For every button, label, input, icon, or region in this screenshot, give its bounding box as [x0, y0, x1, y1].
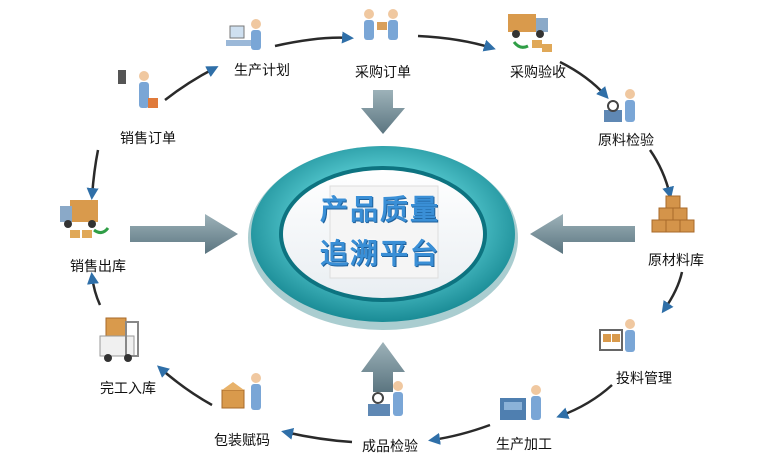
node-label-product-inspection: 成品检验: [362, 439, 418, 455]
big-arrow-right: [530, 214, 635, 254]
node-label-raw-warehouse: 原材料库: [648, 253, 704, 269]
node-label-production-plan: 生产计划: [234, 63, 290, 79]
flow-arrow-2: [417, 34, 496, 52]
big-arrows: [130, 90, 635, 392]
flow-arrow-4: [648, 149, 674, 199]
boxes-stack-icon: [651, 195, 695, 233]
flow-arrow-5: [661, 271, 684, 314]
flow-arrow-10: [87, 272, 102, 306]
flow-arrow-11: [86, 149, 100, 200]
node-label-finished-warehouse: 完工入库: [100, 381, 156, 397]
flow-arrow-8: [281, 427, 353, 444]
flow-arrow-3: [559, 60, 609, 99]
flow-arrow-7: [428, 423, 491, 445]
big-arrow-top: [361, 90, 405, 134]
delivery-truck-icon: [508, 14, 552, 52]
package-worker-icon: [221, 373, 261, 410]
node-icons: [60, 9, 695, 420]
big-arrow-left: [130, 214, 238, 254]
big-arrow-bottom: [361, 342, 405, 392]
inspector-icon: [368, 381, 403, 416]
flow-arrows: [86, 31, 684, 445]
people-exchange-icon: [364, 9, 398, 40]
machine-worker-icon: [500, 385, 541, 420]
flow-arrow-12: [164, 66, 219, 101]
forklift-icon: [99, 317, 139, 362]
node-label-material-feeding: 投料管理: [616, 371, 672, 387]
node-label-production-processing: 生产加工: [496, 437, 552, 453]
node-label-sales-order: 销售订单: [120, 131, 176, 147]
flow-arrow-1: [274, 31, 354, 48]
node-label-packaging-coding: 包装赋码: [214, 433, 270, 449]
cart-worker-icon: [599, 319, 635, 352]
node-label-raw-inspection: 原料检验: [598, 133, 654, 149]
node-label-sales-outbound: 销售出库: [70, 259, 126, 275]
center-platform: [248, 146, 518, 330]
node-label-purchase-order: 采购订单: [355, 65, 411, 81]
flow-arrow-6: [556, 384, 613, 419]
inspector-icon: [604, 89, 635, 122]
center-title-line2: 追溯平台: [319, 237, 440, 270]
desk-worker-icon: [226, 19, 261, 50]
node-label-purchase-receipt: 采购验收: [510, 65, 566, 81]
phone-worker-icon: [118, 70, 158, 108]
flow-arrow-9: [156, 365, 213, 407]
center-title-line1: 产品质量: [319, 193, 440, 226]
delivery-truck-icon: [60, 200, 110, 238]
